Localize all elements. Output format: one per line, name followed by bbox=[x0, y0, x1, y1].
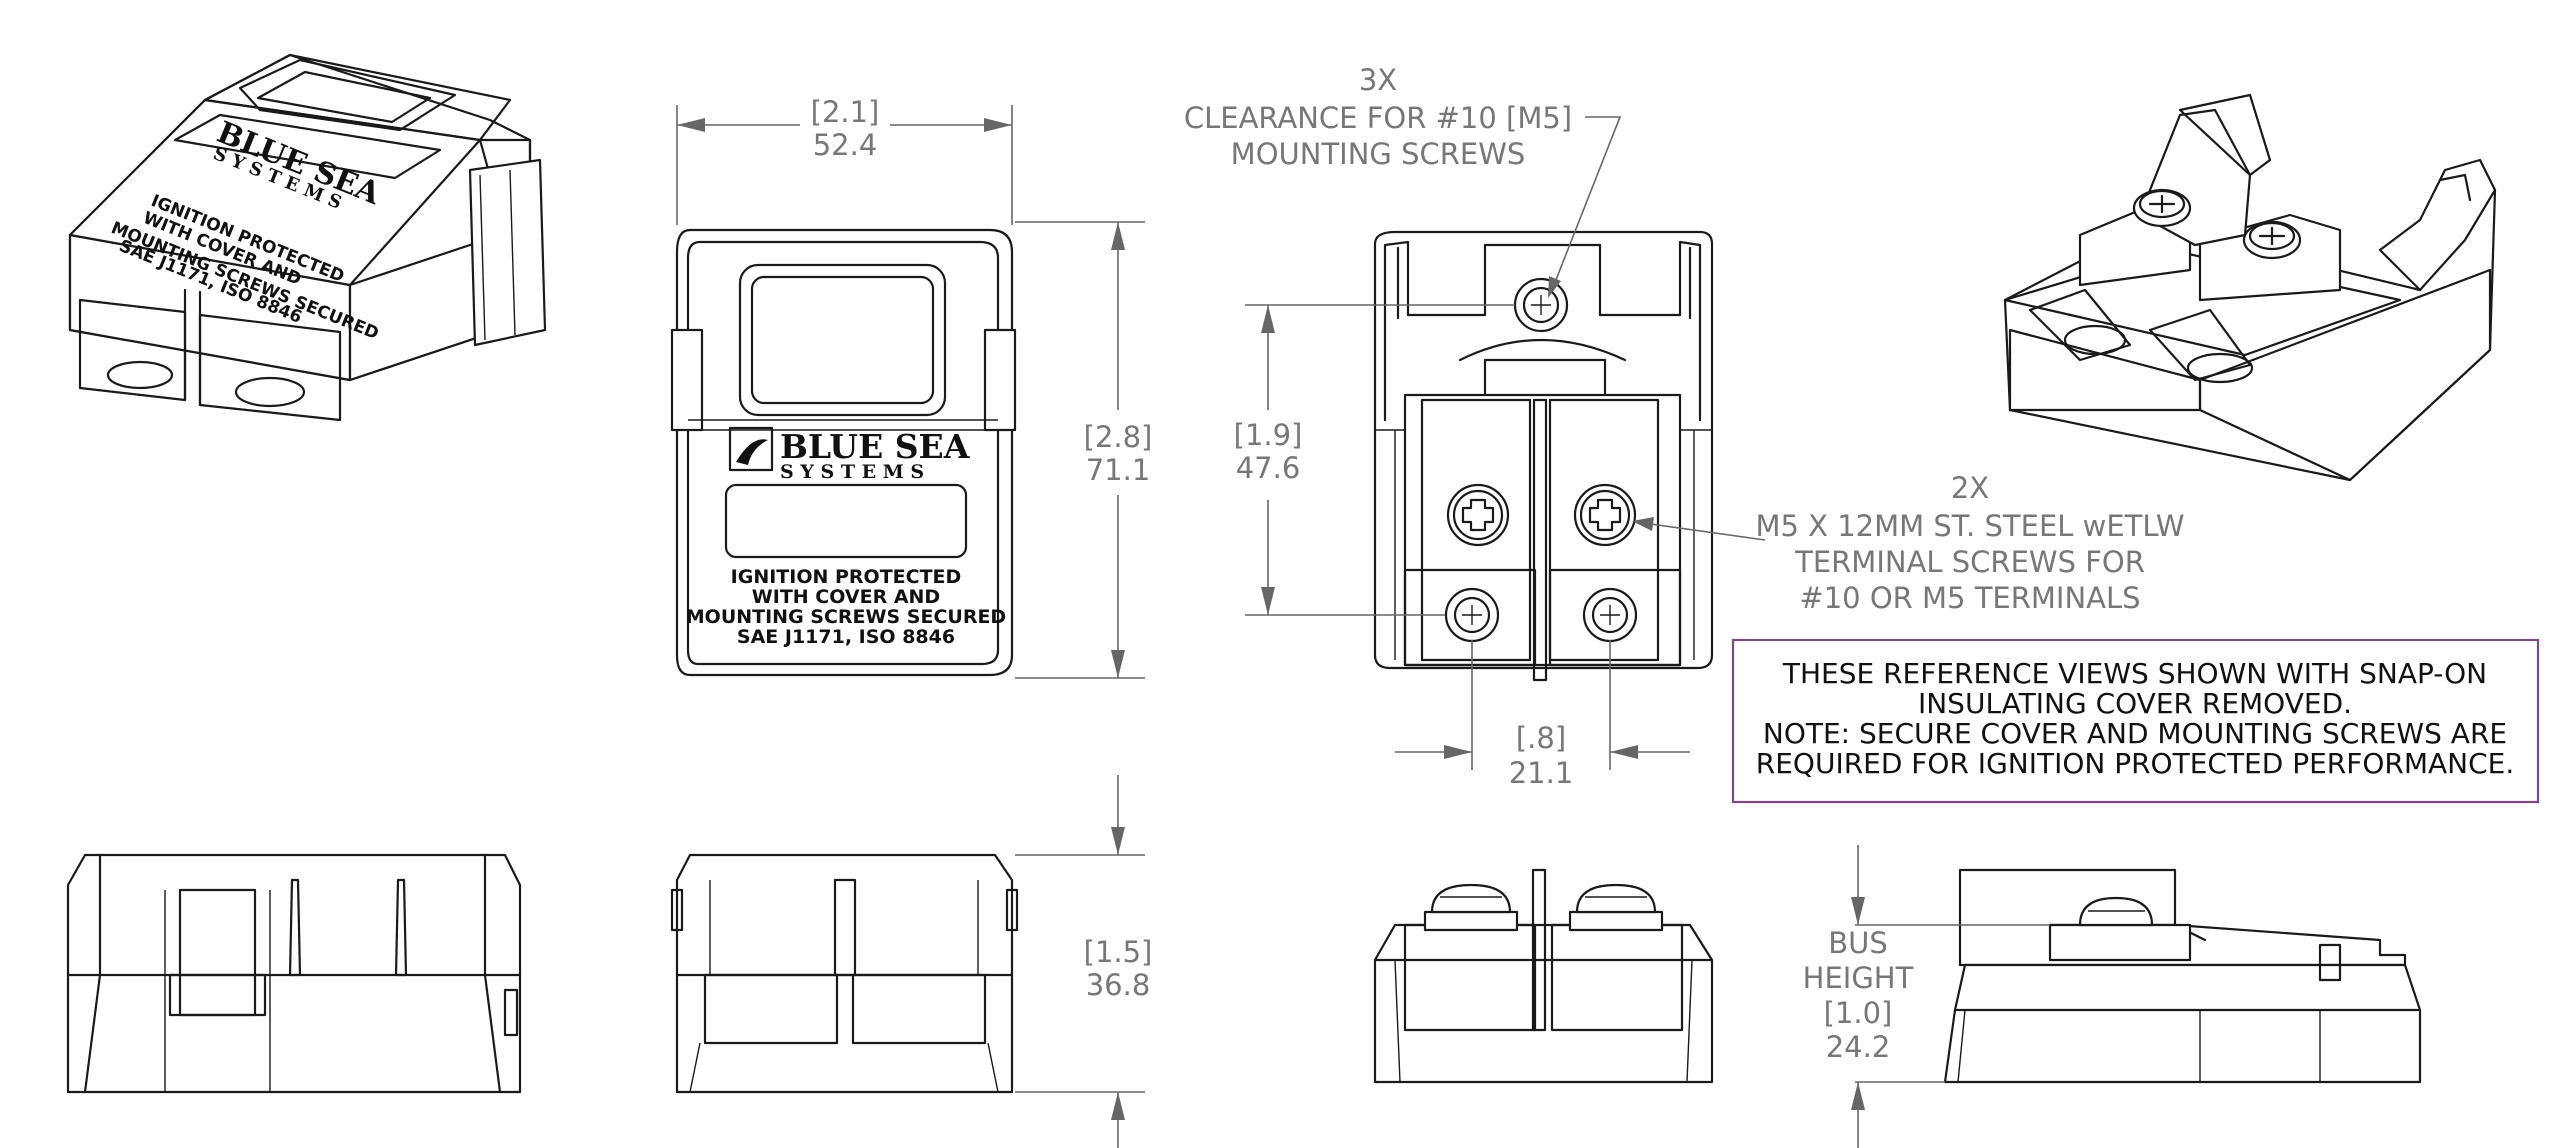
side-view-covered bbox=[66, 853, 522, 1094]
bus-height-in-label: [1.0] bbox=[1824, 996, 1893, 1030]
note-line-3: NOTE: SECURE COVER AND MOUNTING SCREWS A… bbox=[1763, 717, 2507, 750]
label-line-1: IGNITION PROTECTED bbox=[731, 566, 962, 588]
brand-subtext: S Y S T E M S bbox=[780, 461, 924, 483]
iso-view-uncovered bbox=[2003, 93, 2497, 482]
bus-label-1: BUS bbox=[1828, 926, 1888, 960]
note-line-2: INSULATING COVER REMOVED. bbox=[1918, 687, 2352, 720]
iso-screw-right-icon bbox=[2242, 220, 2302, 260]
height-mm-label: 71.1 bbox=[1086, 453, 1151, 487]
bus-label-2: HEIGHT bbox=[1803, 961, 1914, 995]
label-line-2: WITH COVER AND bbox=[752, 586, 940, 608]
terminal-spacing-dimension: [.8] 21.1 bbox=[1395, 640, 1690, 790]
side-view-uncovered bbox=[1943, 868, 2422, 1084]
label-line-4: SAE J1171, ISO 8846 bbox=[737, 626, 955, 648]
terminal-spacing-in-label: [.8] bbox=[1516, 721, 1566, 755]
terminal-callout-line-3: TERMINAL SCREWS FOR bbox=[1794, 545, 2145, 579]
note-line-1: THESE REFERENCE VIEWS SHOWN WITH SNAP-ON bbox=[1782, 657, 2487, 690]
terminal-screw-callout: 2X M5 X 12MM ST. STEEL wETLW TERMINAL SC… bbox=[1632, 471, 2185, 615]
mounting-callout-line-1: 3X bbox=[1359, 63, 1397, 97]
note-box: THESE REFERENCE VIEWS SHOWN WITH SNAP-ON… bbox=[1731, 638, 2540, 804]
depth-mm-label: 36.8 bbox=[1086, 968, 1151, 1002]
depth-dimension: [1.5] 36.8 bbox=[1015, 775, 1152, 1148]
terminal-callout-line-4: #10 OR M5 TERMINALS bbox=[1799, 581, 2140, 615]
bus-height-dimension: BUS HEIGHT [1.0] 24.2 bbox=[1803, 845, 2050, 1148]
top-view-uncovered bbox=[1373, 230, 1714, 682]
mounting-callout-line-2: CLEARANCE FOR #10 [M5] bbox=[1184, 101, 1572, 135]
mount-spacing-dimension: [1.9] 47.6 bbox=[1234, 304, 1515, 616]
front-view-uncovered bbox=[1373, 868, 1714, 1084]
note-line-4: REQUIRED FOR IGNITION PROTECTED PERFORMA… bbox=[1756, 747, 2514, 780]
brand-text: BLUE SEA bbox=[780, 427, 970, 466]
front-view-covered: BLUE SEA S Y S T E M S IGNITION PROTECTE… bbox=[670, 228, 1017, 677]
terminal-callout-line-1: 2X bbox=[1951, 471, 1989, 505]
brand-logo-icon bbox=[728, 426, 774, 472]
terminal-screw-right-icon bbox=[1573, 483, 1637, 547]
mounting-screw-callout: 3X CLEARANCE FOR #10 [M5] MOUNTING SCREW… bbox=[1184, 63, 1622, 298]
terminal-screw-left-icon bbox=[1446, 483, 1510, 547]
width-in-label: [2.1] bbox=[811, 95, 880, 129]
terminal-spacing-mm-label: 21.1 bbox=[1509, 756, 1574, 790]
label-line-3: MOUNTING SCREWS SECURED bbox=[686, 606, 1006, 628]
mount-spacing-in-label: [1.9] bbox=[1234, 418, 1303, 452]
width-dimension: [2.1] 52.4 bbox=[676, 95, 1013, 225]
width-mm-label: 52.4 bbox=[813, 128, 878, 162]
mount-spacing-mm-label: 47.6 bbox=[1236, 451, 1301, 485]
height-dimension: [2.8] 71.1 bbox=[1015, 221, 1153, 679]
terminal-callout-line-2: M5 X 12MM ST. STEEL wETLW bbox=[1755, 509, 2184, 543]
iso-screw-left-icon bbox=[2132, 188, 2192, 228]
bus-height-mm-label: 24.2 bbox=[1826, 1030, 1891, 1064]
height-in-label: [2.8] bbox=[1084, 420, 1153, 454]
mounting-callout-line-3: MOUNTING SCREWS bbox=[1231, 137, 1526, 171]
front-side-view bbox=[670, 853, 1019, 1094]
depth-in-label: [1.5] bbox=[1084, 935, 1153, 969]
iso-view-covered: BLUE SEA S Y S T E M S IGNITION PROTECTE… bbox=[68, 53, 547, 422]
